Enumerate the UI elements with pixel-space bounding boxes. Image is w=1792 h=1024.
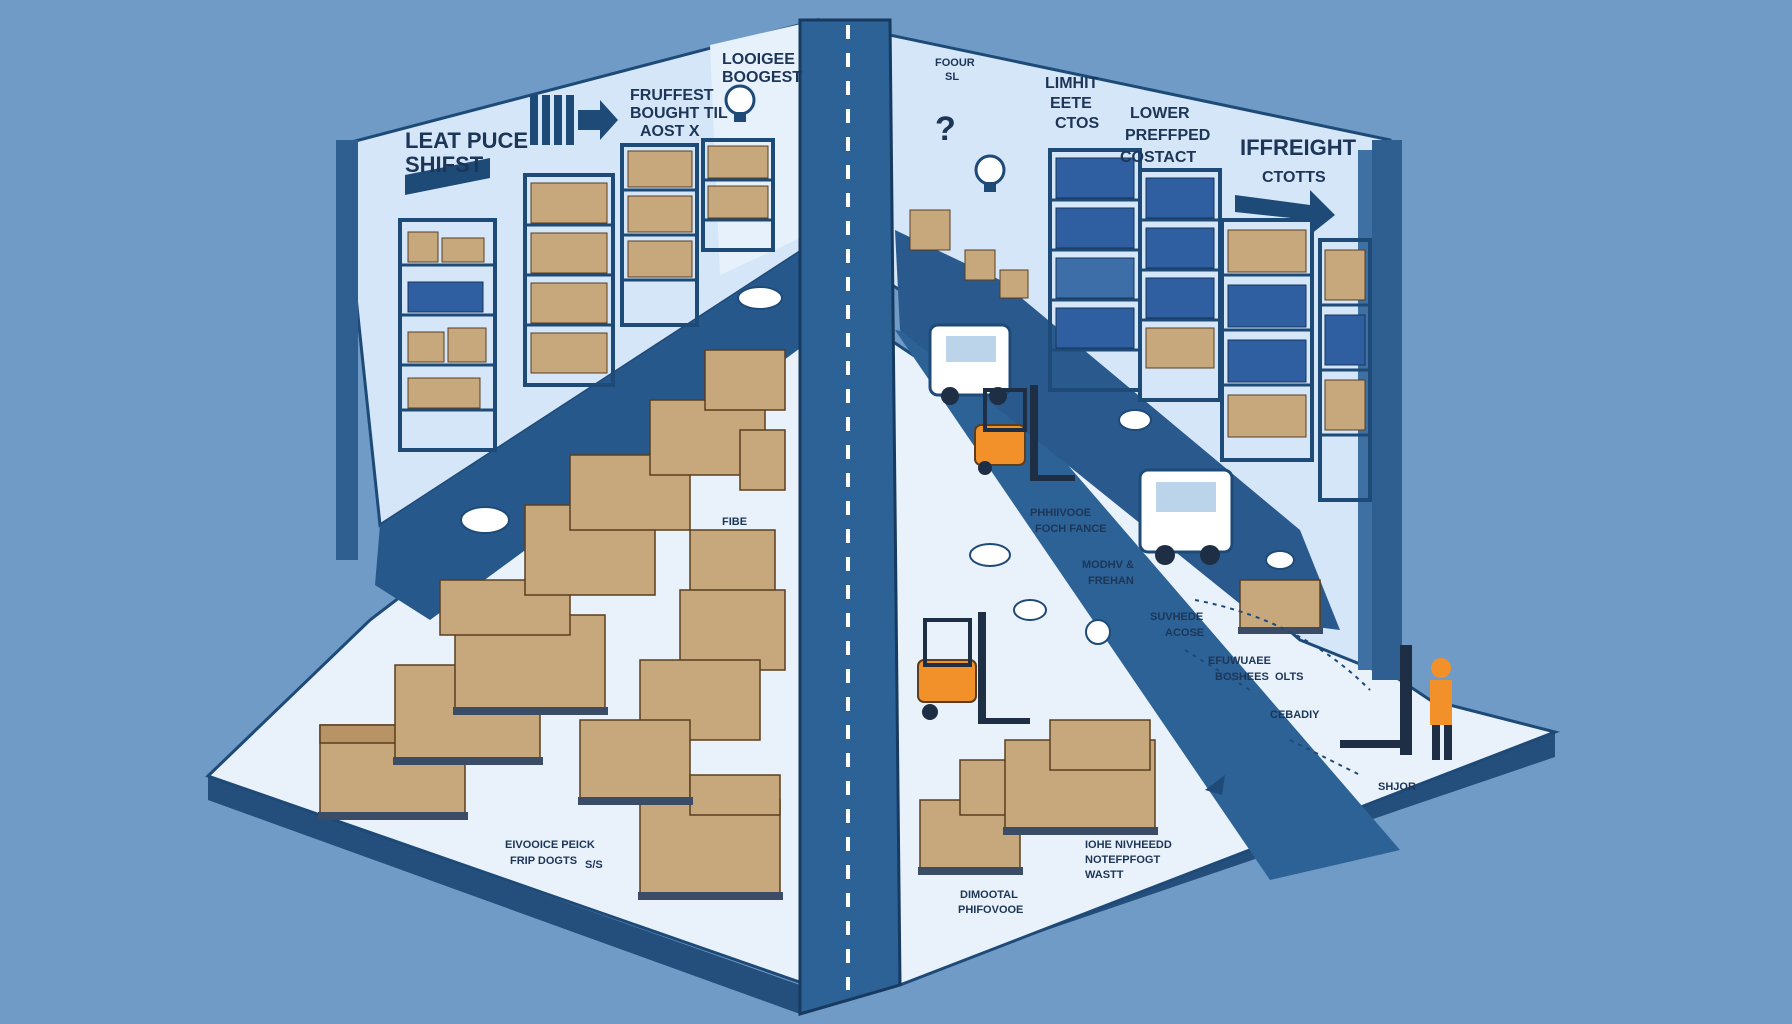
right-arrow-icon bbox=[1235, 190, 1335, 235]
right-sign-3b: PREFFPED bbox=[1125, 127, 1210, 144]
left-shelves bbox=[398, 138, 775, 452]
left-sign-2c: AOST X bbox=[640, 123, 700, 140]
right-floor-road bbox=[895, 330, 1400, 880]
right-sign-1b: SL bbox=[945, 71, 959, 83]
right-floor-label-4b: BOSHEES bbox=[1215, 671, 1269, 683]
left-wall-trim bbox=[336, 140, 358, 560]
left-floor-pallet-bases bbox=[318, 707, 783, 900]
pallet-jack-worker bbox=[1340, 645, 1452, 760]
left-sign-3b: BOOGEST bbox=[722, 69, 802, 86]
left-floor-label-bottom-1: EIVOOICE PEICK bbox=[505, 839, 595, 851]
right-wall-trim bbox=[1372, 140, 1402, 680]
right-sign-3c: COSTACT bbox=[1120, 149, 1196, 166]
right-floor-label-1b: FOCH FANCE bbox=[1035, 523, 1107, 535]
question-mark-icon: ? bbox=[935, 110, 956, 148]
right-floor-label-8: DIMOOTAL bbox=[960, 889, 1018, 901]
right-sign-3: LOWER bbox=[1130, 105, 1190, 122]
left-arrow-icon bbox=[405, 158, 490, 195]
left-sign-2: FRUFFEST bbox=[630, 87, 714, 104]
forklift-icon-2 bbox=[917, 612, 1030, 724]
right-sign-4b: CTOTTS bbox=[1262, 169, 1326, 186]
right-floor-label-2b: FREHAN bbox=[1088, 575, 1134, 587]
striped-arrow-icon bbox=[530, 95, 618, 145]
arrow-small-icon bbox=[1205, 775, 1225, 795]
right-shelves bbox=[909, 148, 1372, 502]
left-sign-1: LEAT PUCE bbox=[405, 128, 528, 153]
right-sign-4: IFFREIGHT bbox=[1240, 135, 1357, 160]
right-floor-label-7b: NOTEFPFOGT bbox=[1085, 854, 1160, 866]
truck-icon-2 bbox=[1138, 468, 1234, 565]
platform-base bbox=[208, 732, 1555, 1014]
left-floor-label-fibe: FIBE bbox=[722, 516, 747, 528]
left-sign-3: LOOIGEE bbox=[722, 51, 795, 68]
right-floor-label-3: SUVHEDE bbox=[1150, 611, 1203, 623]
left-sign-2b: BOUGHT TIL bbox=[630, 105, 728, 122]
right-sign-1: FOOUR bbox=[935, 57, 975, 69]
right-floor-label-4c: OLTS bbox=[1275, 671, 1304, 683]
left-floor-label-bottom-2: FRIP DOGTS bbox=[510, 855, 577, 867]
truck-icon bbox=[928, 323, 1012, 405]
right-floor-label-7c: WASTT bbox=[1085, 869, 1124, 881]
right-sign-2c: CTOS bbox=[1055, 115, 1099, 132]
right-floor-label-7: IOHE NIVHEEDD bbox=[1085, 839, 1172, 851]
forklift-icon bbox=[974, 385, 1075, 481]
left-sign-1b: SHIFST bbox=[405, 152, 484, 177]
right-sign-2b: EETE bbox=[1050, 95, 1092, 112]
right-floor-label-4: EFUWUAEE bbox=[1208, 655, 1271, 667]
lightbulb-icon bbox=[724, 84, 756, 122]
right-floor-label-6: SHJOR bbox=[1378, 781, 1416, 793]
right-floor-boxes bbox=[919, 579, 1321, 871]
right-floor-label-5: CEBADIY bbox=[1270, 709, 1320, 721]
right-floor-label-8b: PHIFOVOOE bbox=[958, 904, 1023, 916]
right-floor-label-3b: ACOSE bbox=[1165, 627, 1204, 639]
right-floor-label-1: PHHIIVOOE bbox=[1030, 507, 1091, 519]
left-cloud-icon bbox=[460, 286, 783, 534]
right-cloud-icons bbox=[969, 409, 1295, 645]
left-floor-pallets bbox=[319, 349, 786, 896]
right-floor-label-2: MODHV & bbox=[1082, 559, 1134, 571]
central-road bbox=[798, 18, 902, 1016]
motion-lines bbox=[1184, 599, 1371, 776]
question-lightbulb-icon bbox=[974, 154, 1006, 192]
right-sign-2: LIMHIT bbox=[1045, 75, 1099, 92]
right-floor-pallet-bases bbox=[918, 627, 1323, 875]
left-floor-label-bottom-3: S/S bbox=[585, 859, 603, 871]
